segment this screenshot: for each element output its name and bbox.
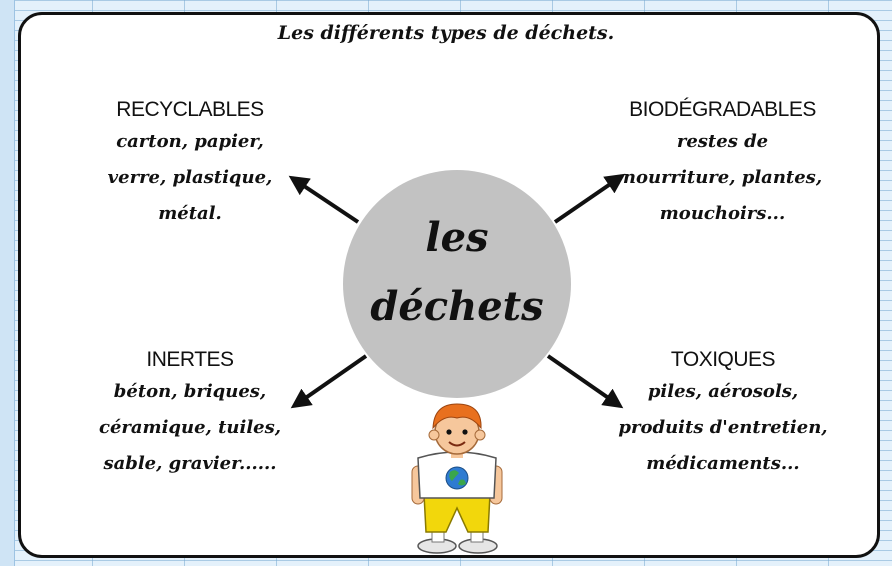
category-recyclables: RECYCLABLES carton, papier, verre, plast… <box>70 96 310 232</box>
center-label-line2: déchets <box>370 283 544 330</box>
category-heading: RECYCLABLES <box>116 98 264 121</box>
category-heading: INERTES <box>146 348 234 371</box>
category-heading: TOXIQUES <box>670 348 776 371</box>
category-line: piles, aérosols, <box>647 381 799 402</box>
category-line: carton, papier, <box>116 131 264 152</box>
category-line: métal. <box>158 203 222 224</box>
category-line: médicaments... <box>646 453 800 474</box>
diagram-title: Les différents types de déchets. <box>277 22 615 44</box>
child-with-earth-tshirt-icon <box>411 403 503 554</box>
category-line: nourriture, plantes, <box>622 167 823 188</box>
category-line: béton, briques, <box>113 381 267 402</box>
category-line: mouchoirs... <box>659 203 786 224</box>
category-line: produits d'entretien, <box>618 417 828 438</box>
category-line: verre, plastique, <box>107 167 273 188</box>
arrow-icon-bottom-right <box>546 354 624 409</box>
center-label-line1: les <box>425 214 489 261</box>
category-toxiques: TOXIQUES piles, aérosols, produits d'ent… <box>588 346 858 482</box>
category-heading: BIODÉGRADABLES <box>629 98 816 121</box>
category-line: céramique, tuiles, <box>98 417 282 438</box>
category-inertes: INERTES béton, briques, céramique, tuile… <box>70 346 310 482</box>
arrow-icon-bottom-left <box>290 354 368 409</box>
left-margin-strip <box>0 0 15 566</box>
category-line: restes de <box>676 131 769 152</box>
category-line: sable, gravier...... <box>103 453 277 474</box>
center-circle <box>343 170 571 398</box>
category-biodegradables: BIODÉGRADABLES restes de nourriture, pla… <box>590 96 855 232</box>
arrow-icon-top-right <box>553 173 626 224</box>
arrow-icon-top-left <box>288 175 360 224</box>
